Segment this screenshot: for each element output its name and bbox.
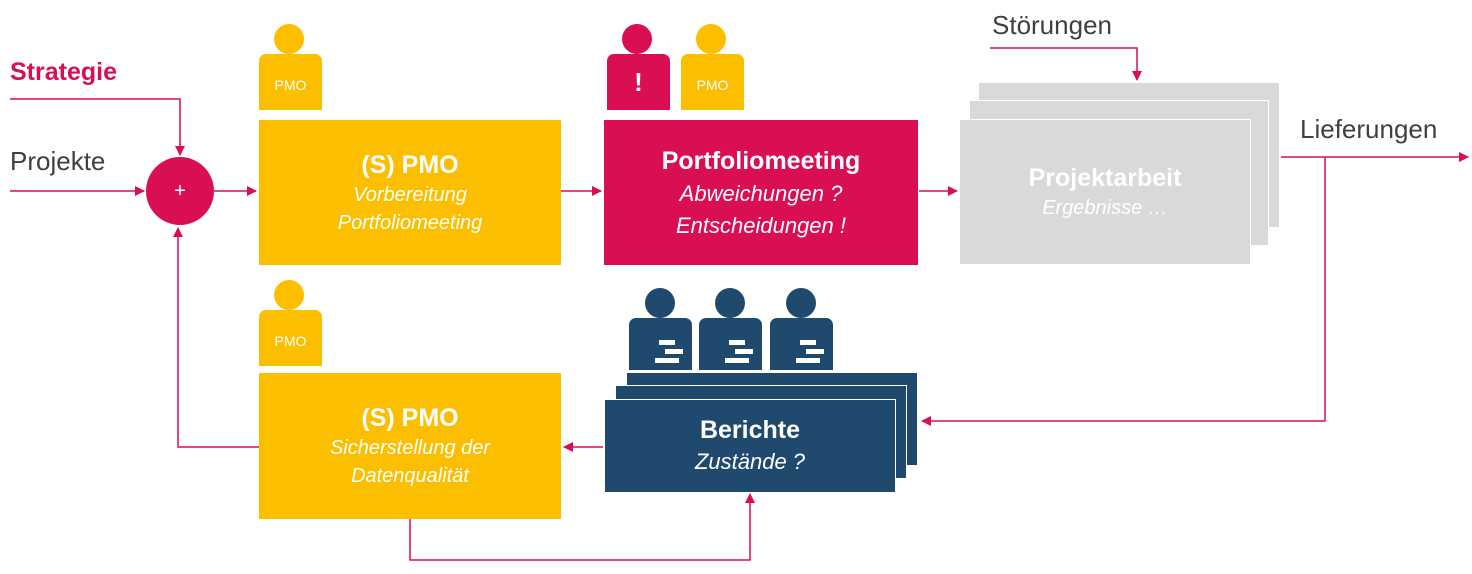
strategie-label: Strategie <box>10 58 117 86</box>
stoerungen-label: Störungen <box>992 10 1112 40</box>
pmo-data-quality-box: (S) PMO Sicherstellung der Datenqualität <box>259 373 561 519</box>
pmo-person-icon: PMO <box>259 280 322 366</box>
pmo-to-berichte-loop-line <box>409 493 755 561</box>
box-subtitle-line-2: Portfoliomeeting <box>337 211 483 234</box>
pmo-feedback-line <box>173 227 259 448</box>
reporter-person-icon <box>770 288 833 370</box>
person-torso: PMO <box>681 54 744 110</box>
portfoliomeeting-box: Portfoliomeeting Abweichungen ? Entschei… <box>604 120 918 265</box>
person-head <box>786 288 816 318</box>
person-torso <box>629 318 692 370</box>
reporter-person-icon <box>699 288 762 370</box>
person-torso: PMO <box>259 54 322 110</box>
box-title: (S) PMO <box>361 404 459 432</box>
person-head <box>622 24 652 54</box>
box-title: (S) PMO <box>361 150 459 179</box>
box-subtitle-line-1: Ergebnisse … <box>1042 197 1168 219</box>
person-head <box>715 288 745 318</box>
strategie-line <box>10 98 185 156</box>
person-head <box>696 24 726 54</box>
person-torso <box>699 318 762 370</box>
person-role-label: PMO <box>274 333 307 349</box>
exclamation-icon: ! <box>634 66 643 97</box>
berichte-box: Berichte Zustände ? <box>604 399 896 493</box>
pmo-preparation-box: (S) PMO Vorbereitung Portfoliomeeting <box>259 120 561 265</box>
person-role-label: PMO <box>696 77 729 93</box>
sum-node: + <box>146 157 214 225</box>
person-role-label: PMO <box>274 77 307 93</box>
lieferungen-label: Lieferungen <box>1300 114 1438 144</box>
alert-person-icon: ! <box>607 24 670 110</box>
report-document-icon <box>655 340 687 370</box>
stoerungen-line <box>990 47 1142 81</box>
reporter-person-icon <box>629 288 692 370</box>
box-title: Projektarbeit <box>1028 164 1182 192</box>
person-head <box>645 288 675 318</box>
projekte-label: Projekte <box>10 146 106 176</box>
return-to-berichte-line <box>921 157 1326 426</box>
pmo-person-icon: PMO <box>259 24 322 110</box>
box-subtitle-line-1: Sicherstellung der <box>329 437 491 459</box>
box-title: Berichte <box>699 416 801 444</box>
box-subtitle-line-1: Vorbereitung <box>353 183 467 206</box>
person-head <box>274 280 304 310</box>
box-subtitle-line-1: Zustände ? <box>694 449 806 474</box>
projektarbeit-box: Projektarbeit Ergebnisse … <box>959 119 1251 265</box>
plus-sign: + <box>174 179 186 202</box>
person-head <box>274 24 304 54</box>
report-document-icon <box>725 340 757 370</box>
person-torso <box>770 318 833 370</box>
person-torso: ! <box>607 54 670 110</box>
box-subtitle-line-1: Abweichungen ? <box>679 180 843 206</box>
box-title: Portfoliomeeting <box>661 146 861 175</box>
box-subtitle-line-2: Entscheidungen ! <box>675 212 847 238</box>
box-subtitle-line-2: Datenqualität <box>351 465 469 487</box>
pmo-person-icon: PMO <box>681 24 744 110</box>
report-document-icon <box>796 340 828 370</box>
person-torso: PMO <box>259 310 322 366</box>
